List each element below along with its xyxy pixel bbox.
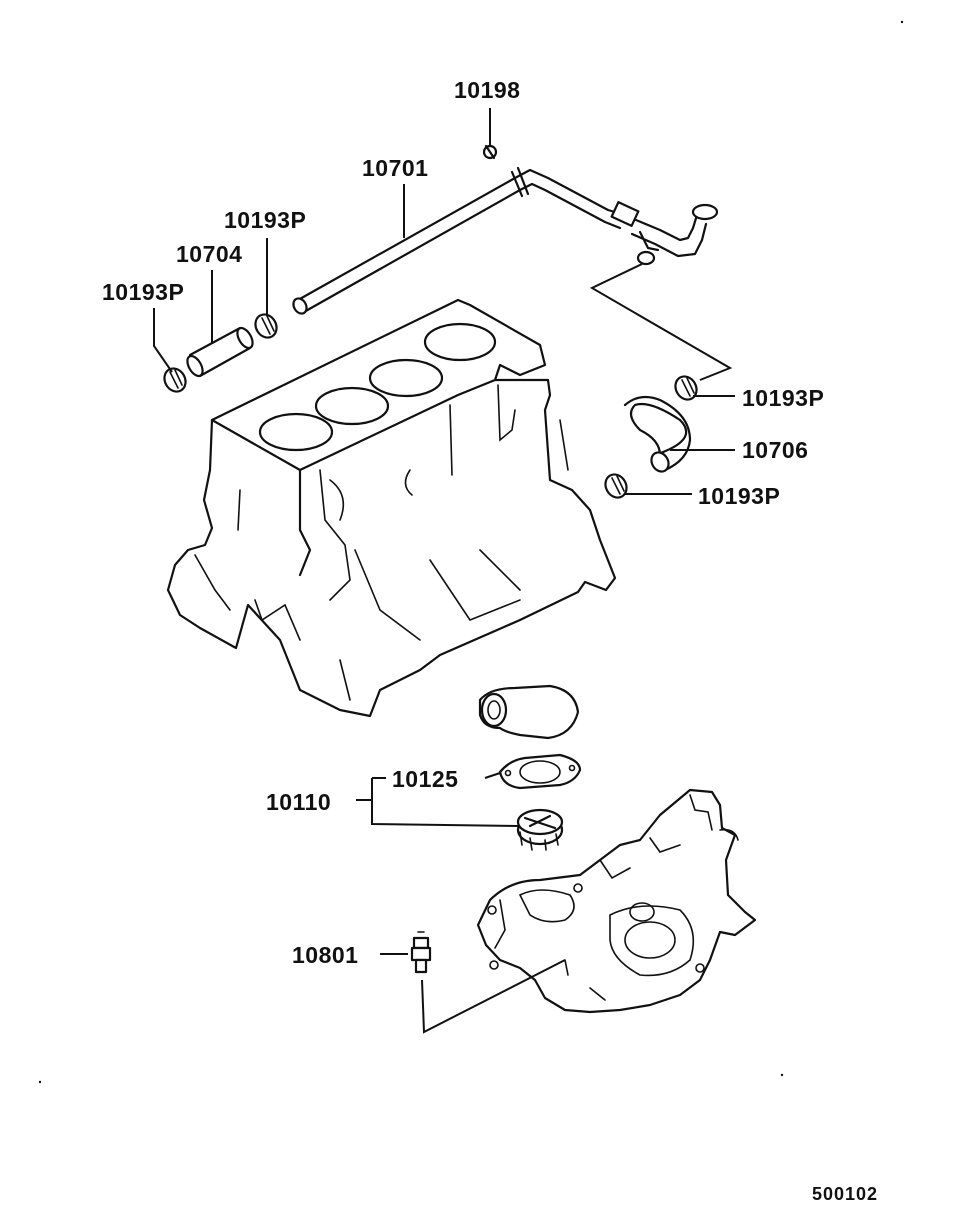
hose-clamp [604, 473, 628, 499]
hose-10706 [623, 395, 692, 473]
callout-10801: 10801 [292, 942, 358, 968]
hose-10704 [186, 326, 254, 378]
callout-10198: 10198 [454, 77, 520, 103]
hose-clamp [163, 367, 187, 393]
engine-block [166, 298, 617, 718]
gasket [498, 753, 582, 790]
water-pipe [292, 166, 719, 315]
callout-10193p-upper: 10193P [224, 207, 306, 233]
thermostat [516, 808, 564, 851]
diagram-code: 500102 [812, 1184, 878, 1204]
hose-clamp [674, 375, 698, 401]
water-inlet-fitting [478, 684, 580, 740]
callout-10110: 10110 [266, 789, 331, 815]
callout-10125: 10125 [392, 766, 458, 792]
hose-clamp [254, 313, 278, 339]
callout-10193p-right-bottom: 10193P [698, 483, 780, 509]
bolt [482, 144, 498, 160]
callout-10706: 10706 [742, 437, 808, 463]
water-outlet-manifold [476, 788, 757, 1014]
temperature-sensor [410, 931, 432, 974]
callout-10704: 10704 [176, 241, 242, 267]
callout-10701: 10701 [362, 155, 428, 181]
callout-10193p-right-top: 10193P [742, 385, 824, 411]
callout-10193p-left: 10193P [102, 279, 184, 305]
leader-lines [153, 108, 735, 1034]
